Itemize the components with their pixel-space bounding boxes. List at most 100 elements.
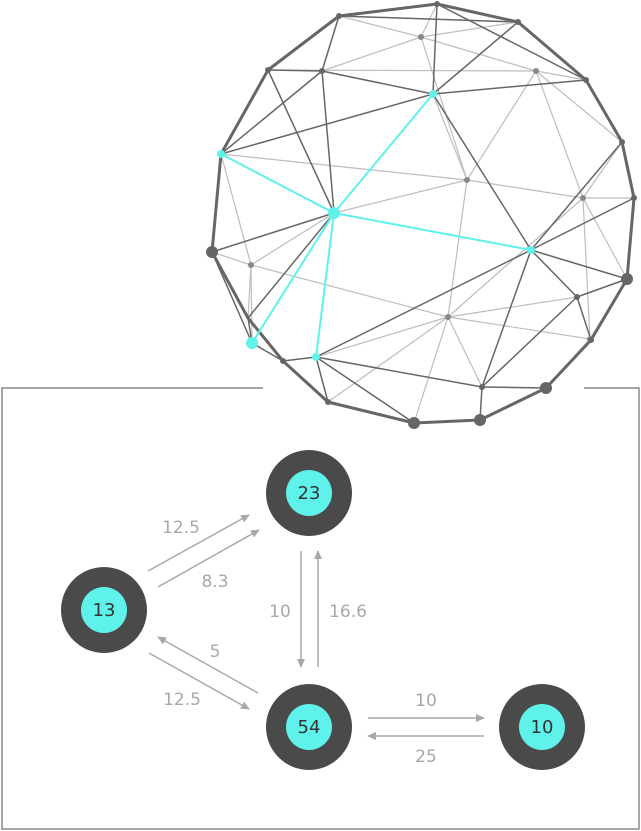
node-54: 54	[266, 684, 352, 770]
sphere-back-edge	[321, 36, 422, 72]
sphere-front-edge	[432, 21, 519, 95]
sphere-outline-edge	[326, 400, 416, 425]
sphere-large-vertex	[621, 273, 633, 285]
sphere-front-edge	[481, 296, 578, 388]
sphere-back-edge	[220, 153, 468, 181]
edge-label-13-to-23-b: 8.3	[201, 572, 228, 592]
sphere-front-edge	[338, 15, 519, 23]
sphere-outline-edge	[266, 14, 341, 72]
sphere-back-edge	[432, 93, 468, 181]
sphere-vertex	[336, 13, 342, 19]
edge-label-10-to-54: 25	[415, 747, 437, 767]
sphere-front-edge	[432, 79, 587, 95]
sphere-large-vertex	[408, 417, 420, 429]
node-label-23: 23	[298, 483, 321, 504]
edge-13-to-23-b	[157, 529, 260, 588]
sphere-front-edge	[267, 69, 323, 72]
sphere-large-vertex	[540, 382, 552, 394]
sphere-highlight-edge	[251, 212, 335, 344]
sphere-vertex	[631, 195, 637, 201]
edge-54-to-13	[157, 636, 259, 694]
sphere-back-edge	[250, 264, 253, 344]
sphere-vertex	[479, 384, 485, 390]
sphere-back-edge	[466, 179, 584, 199]
sphere-outline-edge	[337, 2, 439, 18]
sphere-outline-edge	[219, 68, 270, 156]
sphere-front-edge	[220, 70, 323, 155]
sphere-back-vertex	[418, 34, 424, 40]
sphere-back-edge	[315, 316, 449, 358]
sphere-outline-edge	[281, 359, 330, 404]
sphere-outline-edge	[584, 78, 624, 144]
sphere-large-vertex	[474, 414, 486, 426]
sphere-front-edge	[576, 296, 592, 341]
sphere-outline-edge	[544, 338, 593, 390]
sphere-vertex	[515, 19, 521, 25]
sphere-highlight-vertex	[429, 90, 437, 98]
sphere-back-edge	[338, 15, 422, 38]
sphere-front-edge	[530, 249, 578, 298]
sphere-vertex	[619, 139, 625, 145]
sphere-back-edge	[413, 316, 449, 424]
sphere-front-edge	[530, 197, 635, 251]
edge-label-13-to-23-a: 12.5	[162, 518, 200, 538]
sphere-front-edge	[321, 70, 434, 95]
sphere-back-edge	[247, 264, 252, 319]
node-label-13: 13	[93, 600, 116, 621]
sphere-outline-edge	[210, 250, 250, 320]
sphere-vertex	[319, 68, 325, 74]
sphere-back-vertex	[248, 262, 254, 268]
sphere-front-edge	[530, 249, 628, 280]
node-label-10: 10	[531, 717, 554, 738]
sphere-back-edge	[420, 21, 519, 38]
sphere-back-vertex	[533, 68, 539, 74]
sphere-front-edge	[315, 356, 483, 388]
graph-nodes: 13 23 54 10	[61, 450, 585, 770]
node-23: 23	[266, 450, 352, 536]
sphere-back-edge	[582, 197, 591, 340]
sphere-back-edge	[220, 153, 252, 266]
sphere-outline-edge	[210, 152, 223, 254]
sphere-back-edge	[582, 197, 628, 280]
sphere-outline-edge	[478, 386, 548, 422]
sphere-outline-edge	[589, 277, 629, 342]
edge-labels: 12.5 8.3 10 16.6 5 12.5 10 25	[162, 518, 437, 767]
edge-13-to-23-a	[147, 514, 250, 572]
sphere-back-edge	[420, 36, 537, 72]
sphere-highlight-vertex	[217, 150, 225, 158]
sphere-front-edge	[530, 141, 623, 251]
sphere-front-edge	[436, 3, 587, 81]
sphere-back-edge	[333, 179, 468, 214]
node-13: 13	[61, 567, 147, 653]
sphere-highlight-vertex	[527, 246, 535, 254]
edge-label-54-to-10: 10	[415, 691, 437, 711]
sphere-front-edge	[432, 93, 532, 251]
sphere-back-edge	[250, 264, 449, 318]
edge-label-23-to-54: 10	[269, 602, 291, 622]
sphere-highlight-hub	[328, 207, 340, 219]
sphere-outline-edge	[516, 20, 588, 82]
sphere-back-vertex	[464, 177, 470, 183]
diagram-frame	[1, 387, 640, 830]
sphere-outline-edge	[435, 2, 520, 24]
node-10: 10	[499, 684, 585, 770]
sphere-highlight-edge	[220, 153, 335, 214]
sphere-back-edge	[466, 70, 537, 181]
sphere-back-vertex	[580, 195, 586, 201]
sphere-back-edge	[447, 316, 483, 388]
edge-label-54-to-23: 16.6	[329, 602, 367, 622]
wireframe-sphere	[206, 1, 637, 429]
sphere-vertex	[325, 399, 331, 405]
graph-edges	[147, 514, 485, 740]
sphere-back-edge	[582, 141, 623, 199]
sphere-front-edge	[576, 278, 628, 298]
edge-label-13-to-54: 12.5	[163, 690, 201, 710]
sphere-highlight-edge	[333, 212, 532, 251]
sphere-outline-edge	[625, 196, 636, 281]
sphere-back-edge	[447, 179, 468, 318]
sphere-front-edge	[247, 212, 335, 319]
sphere-back-edge	[447, 296, 578, 318]
sphere-front-edge	[321, 15, 340, 72]
sphere-large-vertex	[206, 246, 218, 258]
edge-label-54-to-13: 5	[210, 642, 221, 662]
